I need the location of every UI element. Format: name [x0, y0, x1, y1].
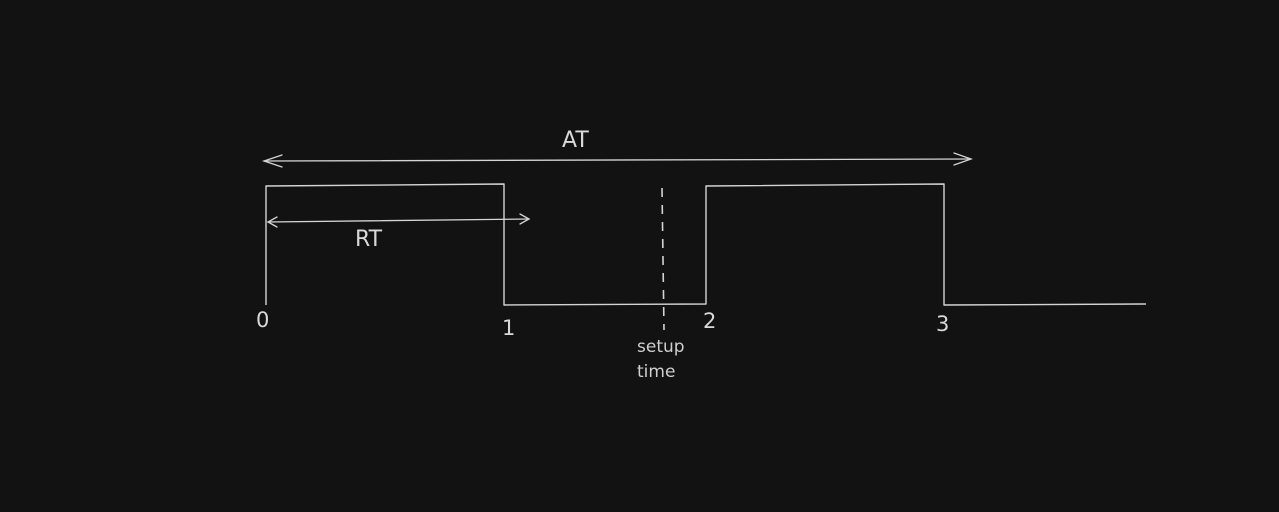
tick-label-1: 1 — [502, 316, 516, 340]
setup-time-label-line2: time — [637, 362, 676, 382]
tick-label-0: 0 — [256, 308, 270, 332]
tick-label-3: 3 — [936, 312, 950, 336]
clock-waveform — [265, 183, 1147, 306]
setup-time-label-line1: setup — [637, 337, 685, 357]
rt-arrow — [266, 213, 531, 228]
setup-time-marker — [661, 187, 665, 331]
at-label: AT — [562, 128, 589, 153]
tick-label-2: 2 — [703, 309, 717, 333]
rt-label: RT — [355, 227, 383, 252]
at-arrow — [261, 152, 973, 168]
